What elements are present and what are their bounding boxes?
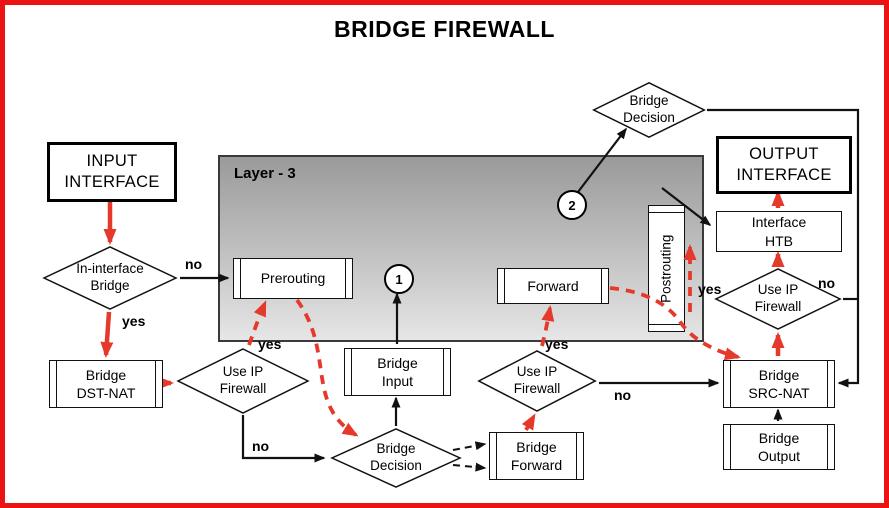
branch-ipfw-mid-yes: yes — [545, 336, 569, 352]
node-interface-htb: Interface HTB — [716, 211, 842, 252]
connector-2-label: 2 — [568, 197, 576, 213]
node-prerouting-label: Prerouting — [260, 270, 326, 287]
decision-use-ip-firewall-left: Use IP Firewall — [176, 348, 310, 414]
decision-use-ip-firewall-mid-label: Use IP Firewall — [513, 364, 561, 396]
node-output-interface: OUTPUT INTERFACE — [716, 136, 852, 194]
node-bridge-input-label: Bridge Input — [377, 354, 418, 389]
node-bridge-forward: Bridge Forward — [489, 432, 584, 480]
node-bridge-forward-label: Bridge Forward — [510, 438, 563, 473]
node-postrouting-label: Postrouting — [658, 234, 674, 303]
node-bridge-input: Bridge Input — [344, 348, 451, 396]
branch-ininterface-no: no — [185, 256, 203, 272]
diagram-title: BRIDGE FIREWALL — [334, 16, 555, 42]
decision-use-ip-firewall-right-label: Use IP Firewall — [754, 282, 802, 314]
decision-bridge-decision-top-label: Bridge Decision — [623, 93, 675, 125]
decision-use-ip-firewall-left-label: Use IP Firewall — [219, 364, 267, 396]
node-bridge-dst-nat: Bridge DST-NAT — [49, 360, 163, 408]
branch-ipfw-right-no: no — [818, 275, 836, 291]
connector-2: 2 — [557, 190, 587, 220]
layer3-panel: Layer - 3 — [218, 155, 704, 342]
node-output-interface-label: OUTPUT INTERFACE — [736, 144, 832, 184]
node-bridge-output: Bridge Output — [723, 424, 835, 470]
decision-bridge-decision-bottom: Bridge Decision — [330, 428, 462, 488]
layer3-label: Layer - 3 — [234, 165, 296, 182]
decision-use-ip-firewall-right: Use IP Firewall — [714, 268, 842, 330]
connector-1-label: 1 — [395, 271, 403, 287]
node-prerouting: Prerouting — [233, 258, 353, 299]
node-bridge-dst-nat-label: Bridge DST-NAT — [76, 366, 136, 401]
connector-1: 1 — [384, 264, 414, 294]
branch-ipfw-left-yes: yes — [258, 336, 282, 352]
branch-ipfw-right-yes: yes — [698, 281, 722, 297]
node-bridge-output-label: Bridge Output — [757, 429, 801, 464]
node-bridge-src-nat-label: Bridge SRC-NAT — [748, 366, 810, 401]
node-bridge-src-nat: Bridge SRC-NAT — [723, 360, 835, 408]
decision-bridge-decision-bottom-label: Bridge Decision — [370, 441, 422, 473]
node-postrouting: Postrouting — [648, 205, 685, 332]
node-input-interface-label: INPUT INTERFACE — [64, 151, 160, 191]
decision-in-interface-bridge: In-interface Bridge — [42, 246, 178, 310]
node-forward: Forward — [497, 268, 609, 304]
node-forward-label: Forward — [527, 277, 579, 294]
decision-bridge-decision-top: Bridge Decision — [592, 82, 706, 138]
decision-use-ip-firewall-mid: Use IP Firewall — [477, 350, 597, 412]
branch-ipfw-left-no: no — [252, 438, 270, 454]
decision-in-interface-bridge-label: In-interface Bridge — [76, 261, 144, 293]
branch-ininterface-yes: yes — [122, 313, 146, 329]
arrow-ininterface-yes-to-dstnat — [100, 311, 114, 358]
arrow-bridgeforward-to-useipfw-mid — [521, 413, 536, 431]
node-interface-htb-label: Interface HTB — [751, 214, 807, 249]
node-input-interface: INPUT INTERFACE — [47, 142, 177, 202]
branch-ipfw-mid-no: no — [614, 387, 632, 403]
